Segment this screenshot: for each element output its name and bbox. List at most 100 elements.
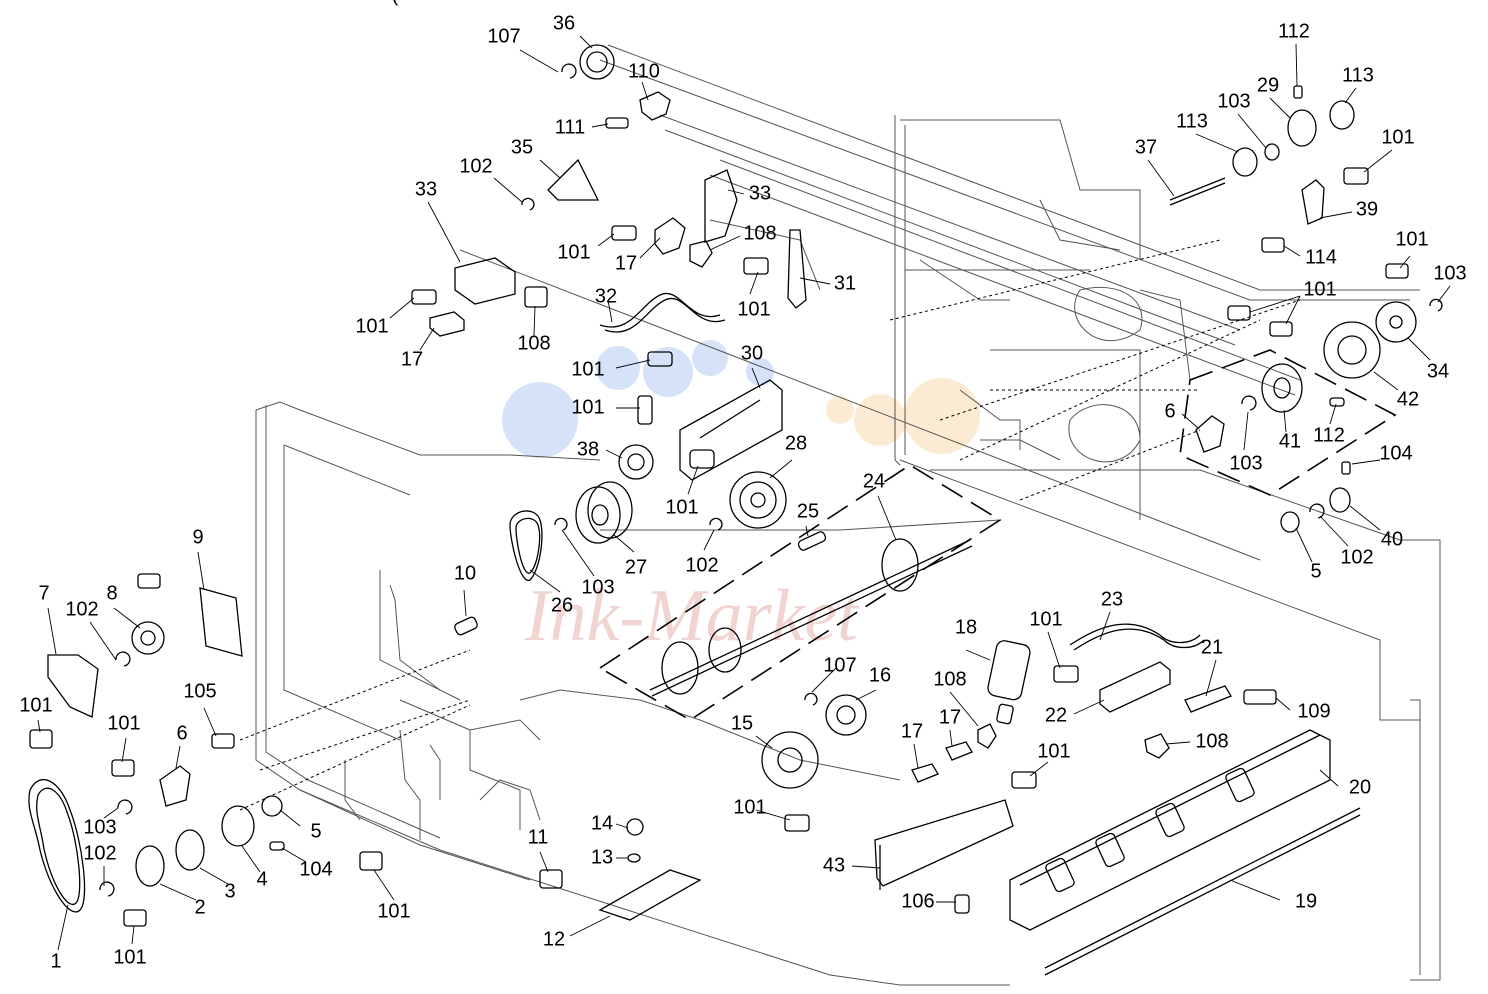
screw-111 — [605, 117, 629, 129]
pulley-41 — [1261, 363, 1303, 413]
callout-107: 107 — [823, 654, 856, 676]
gear-42 — [1323, 321, 1381, 379]
clip-108-left — [524, 286, 548, 308]
callout-10: 10 — [454, 562, 476, 584]
bracket-110 — [639, 91, 671, 121]
screw-101-a — [411, 289, 437, 305]
callout-35: 35 — [511, 136, 533, 158]
screw-101-g — [1343, 167, 1369, 185]
screw-14 — [626, 818, 644, 836]
screw-101-b — [611, 225, 637, 241]
watermark-text: Ink-Market — [524, 575, 860, 657]
callout-2: 2 — [194, 896, 205, 918]
callout-25: 25 — [797, 500, 819, 522]
callout-101: 101 — [733, 796, 766, 818]
callout-103: 103 — [83, 816, 116, 838]
callout-103: 103 — [1433, 262, 1466, 284]
e-ring-103-r2 — [1241, 395, 1257, 411]
plate-30 — [679, 379, 783, 481]
belt-1 — [28, 778, 86, 913]
callout-41: 41 — [1279, 430, 1301, 452]
belt-26 — [509, 510, 543, 581]
screw-101-f — [689, 449, 715, 469]
callout-101: 101 — [1303, 278, 1336, 300]
callout-108: 108 — [517, 332, 550, 354]
callout-3: 3 — [224, 880, 235, 902]
gear-15 — [761, 731, 819, 789]
callout-103: 103 — [581, 576, 614, 598]
callout-28: 28 — [785, 432, 807, 454]
callout-11: 11 — [528, 826, 549, 848]
callout-101: 101 — [113, 946, 146, 968]
bearing-6-right — [1195, 415, 1225, 453]
callout-14: 14 — [591, 812, 613, 834]
roller-24a — [881, 538, 919, 592]
callout-5: 5 — [1310, 560, 1321, 582]
callout-107: 107 — [487, 25, 520, 47]
bracket-9 — [199, 587, 243, 657]
e-ring-102-l2 — [99, 881, 115, 897]
sensor-21 — [1184, 685, 1232, 713]
callout-7: 7 — [38, 582, 49, 604]
gear-16 — [825, 694, 867, 736]
callout-27: 27 — [625, 556, 647, 578]
callout-16: 16 — [869, 664, 891, 686]
callout-108: 108 — [743, 222, 776, 244]
machine-frame-lines — [255, 44, 1441, 986]
callout-33-left: 33 — [415, 178, 437, 200]
shaft-assembly-outline — [598, 464, 1002, 721]
callout-110: 110 — [628, 60, 660, 82]
frame-20 — [1009, 729, 1331, 931]
bracket-39 — [1301, 179, 1325, 225]
screw-101-e — [637, 395, 653, 425]
callout-32: 32 — [595, 285, 617, 307]
callout-42: 42 — [1397, 388, 1419, 410]
bracket-7 — [47, 654, 99, 718]
callout-6: 6 — [176, 722, 187, 744]
callout-20: 20 — [1349, 776, 1371, 798]
clip-108-c — [1144, 733, 1170, 759]
shaft-24 — [649, 539, 971, 691]
pin-25 — [797, 531, 827, 551]
pulley-34 — [1375, 301, 1417, 343]
callout-39: 39 — [1356, 198, 1378, 220]
e-ring-103-mid — [554, 517, 568, 531]
bushing-113-a — [1232, 147, 1258, 177]
alignment-lines — [239, 239, 1301, 811]
callout-105: 105 — [183, 680, 216, 702]
gear-38 — [618, 444, 654, 480]
bushing-5-right — [1280, 511, 1300, 533]
callout-104: 104 — [1379, 442, 1412, 464]
parts — [28, 44, 1443, 976]
pulley-4 — [221, 805, 255, 847]
roller-24b — [661, 641, 699, 695]
callout-104: 104 — [299, 858, 332, 880]
callout-19: 19 — [1295, 890, 1317, 912]
callout-103: 103 — [1229, 452, 1262, 474]
callout-12: 12 — [543, 928, 565, 950]
callout-101: 101 — [1395, 228, 1428, 250]
callout-17: 17 — [615, 252, 637, 274]
callout-106: 106 — [901, 890, 934, 912]
callout-114: 114 — [1305, 246, 1337, 268]
bracket-12 — [598, 869, 702, 921]
callout-17: 17 — [401, 348, 423, 370]
leader-lines — [37, 35, 1451, 951]
callout-113: 113 — [1176, 110, 1208, 132]
washer-13 — [627, 853, 641, 863]
screw-101-d — [647, 351, 673, 367]
callout-34: 34 — [1427, 360, 1449, 382]
screw-109 — [1243, 689, 1277, 705]
harness-23 — [1069, 623, 1201, 646]
screw-101-n — [123, 909, 147, 927]
e-ring-102-l — [115, 651, 131, 667]
clip-108-mid — [689, 240, 713, 268]
callout-36: 36 — [553, 12, 575, 34]
screw-101-q — [1011, 771, 1037, 789]
gear-29 — [1287, 109, 1317, 147]
callout-101: 101 — [19, 694, 52, 716]
callout-9: 9 — [192, 526, 203, 548]
gear-36 — [579, 44, 615, 80]
pulley-2 — [135, 845, 165, 887]
